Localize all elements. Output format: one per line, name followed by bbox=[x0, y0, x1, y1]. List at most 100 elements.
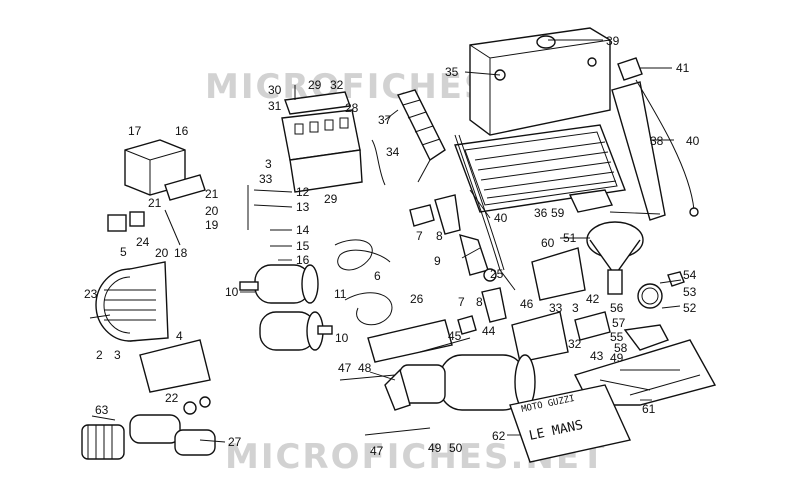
fuse-box bbox=[281, 91, 363, 193]
label-3: 3 bbox=[572, 301, 579, 315]
label-44: 44 bbox=[482, 324, 496, 338]
label-47: 47 bbox=[370, 444, 384, 458]
ignition-coil-lower bbox=[259, 311, 333, 351]
label-33: 33 bbox=[259, 172, 273, 186]
label-36: 36 bbox=[534, 206, 548, 220]
label-60: 60 bbox=[541, 236, 555, 250]
label-21: 21 bbox=[148, 196, 162, 210]
label-17: 17 bbox=[128, 124, 142, 138]
ground-wire bbox=[371, 139, 386, 186]
ignition-coil-upper bbox=[239, 264, 319, 304]
battery-tray bbox=[454, 124, 626, 213]
label-54: 54 bbox=[683, 268, 697, 282]
distributor bbox=[568, 189, 644, 295]
label-29: 29 bbox=[308, 78, 322, 92]
starter-motor bbox=[384, 337, 536, 411]
label-4: 4 bbox=[176, 329, 183, 343]
label-9: 9 bbox=[434, 254, 441, 268]
handle-strap bbox=[397, 89, 446, 183]
label-29: 29 bbox=[324, 192, 338, 206]
label-37: 37 bbox=[378, 113, 392, 127]
label-42: 42 bbox=[586, 292, 600, 306]
name-plate: MOTO GUZZI LE MANS bbox=[509, 384, 631, 463]
bolt-47a bbox=[339, 374, 396, 381]
label-16: 16 bbox=[296, 253, 310, 267]
label-51: 51 bbox=[563, 231, 577, 245]
connector-plug bbox=[107, 214, 127, 232]
leader-lines bbox=[91, 39, 682, 443]
relay bbox=[124, 139, 206, 201]
label-11: 11 bbox=[334, 287, 347, 301]
label-55: 55 bbox=[610, 330, 624, 344]
label-13: 13 bbox=[296, 200, 310, 214]
battery-box bbox=[469, 27, 611, 136]
label-20: 20 bbox=[205, 204, 219, 218]
label-25: 25 bbox=[490, 267, 504, 281]
label-41: 41 bbox=[676, 61, 690, 75]
label-8: 8 bbox=[476, 295, 483, 309]
label-50: 50 bbox=[449, 441, 463, 455]
label-47: 47 bbox=[338, 361, 352, 375]
alternator bbox=[95, 261, 169, 342]
label-30: 30 bbox=[268, 83, 282, 97]
label-43: 43 bbox=[590, 349, 604, 363]
label-15: 15 bbox=[296, 239, 310, 253]
label-46: 46 bbox=[520, 297, 534, 311]
label-39: 39 bbox=[606, 34, 620, 48]
label-58: 58 bbox=[614, 341, 628, 355]
part-labels: 39 41 35 30 29 32 31 28 37 38 40 17 16 3… bbox=[84, 34, 700, 458]
parts-bag bbox=[139, 339, 211, 393]
label-35: 35 bbox=[445, 65, 459, 79]
parts-bag-60 bbox=[531, 247, 586, 301]
label-49: 49 bbox=[428, 441, 442, 455]
label-63: 63 bbox=[95, 403, 109, 417]
label-56: 56 bbox=[610, 301, 624, 315]
label-2: 2 bbox=[96, 348, 103, 362]
label-40: 40 bbox=[686, 134, 700, 148]
label-18: 18 bbox=[174, 246, 188, 260]
label-3: 3 bbox=[265, 157, 272, 171]
ht-lead bbox=[334, 239, 391, 271]
battery-strap bbox=[611, 57, 699, 221]
label-23: 23 bbox=[84, 287, 98, 301]
label-38: 38 bbox=[650, 134, 664, 148]
label-62: 62 bbox=[492, 429, 506, 443]
label-24: 24 bbox=[136, 235, 150, 249]
label-14: 14 bbox=[296, 223, 310, 237]
label-19: 19 bbox=[205, 218, 219, 232]
label-53: 53 bbox=[683, 285, 697, 299]
label-22: 22 bbox=[165, 391, 179, 405]
label-32: 32 bbox=[568, 337, 582, 351]
label-59: 59 bbox=[551, 206, 565, 220]
label-12: 12 bbox=[296, 185, 310, 199]
label-34: 34 bbox=[386, 145, 400, 159]
starter-drive bbox=[81, 396, 216, 460]
label-45: 45 bbox=[448, 329, 462, 343]
label-52: 52 bbox=[683, 301, 697, 315]
battery-cable bbox=[454, 134, 516, 291]
label-20: 20 bbox=[155, 246, 169, 260]
parts-bag-46 bbox=[511, 311, 569, 363]
label-57: 57 bbox=[612, 316, 626, 330]
label-31: 31 bbox=[268, 99, 282, 113]
label-26: 26 bbox=[410, 292, 424, 306]
label-16: 16 bbox=[175, 124, 189, 138]
spark-cap bbox=[409, 204, 435, 227]
label-49: 49 bbox=[610, 351, 624, 365]
label-3: 3 bbox=[114, 348, 121, 362]
label-6: 6 bbox=[374, 269, 381, 283]
label-10: 10 bbox=[225, 285, 239, 299]
label-40: 40 bbox=[494, 211, 508, 225]
bolt-47b bbox=[364, 427, 431, 436]
label-33: 33 bbox=[549, 301, 563, 315]
label-61: 61 bbox=[642, 402, 656, 416]
label-10: 10 bbox=[335, 331, 349, 345]
label-7: 7 bbox=[458, 295, 465, 309]
label-5: 5 bbox=[120, 245, 127, 259]
electronic-unit bbox=[367, 319, 453, 363]
label-21: 21 bbox=[205, 187, 219, 201]
label-7: 7 bbox=[416, 229, 423, 243]
label-27: 27 bbox=[228, 435, 242, 449]
label-8: 8 bbox=[436, 229, 443, 243]
